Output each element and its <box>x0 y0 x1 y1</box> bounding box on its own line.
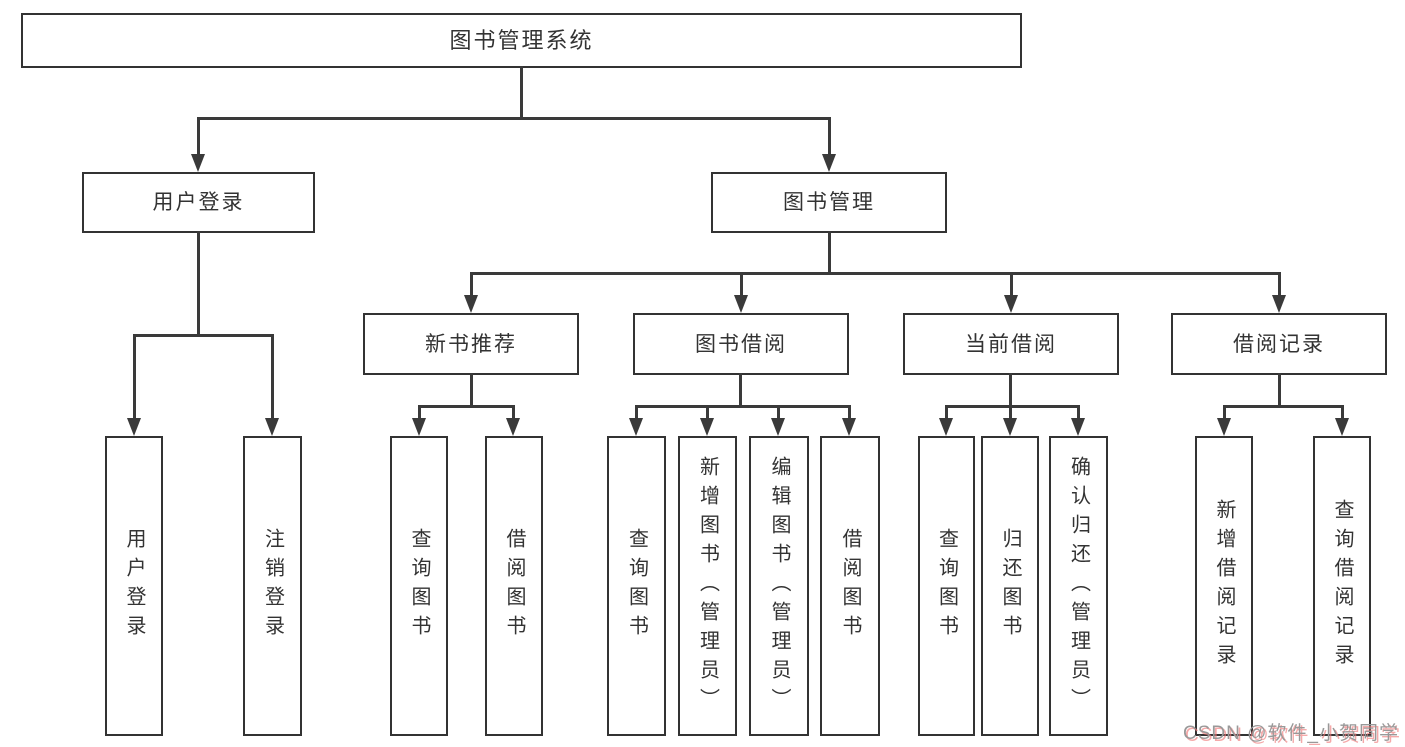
connector-line <box>1223 405 1344 408</box>
arrow-down-icon <box>191 154 205 172</box>
connector-line <box>739 373 742 408</box>
arrow-down-icon <box>822 154 836 172</box>
csdn-watermark: CSDN @软件_小贺同学 <box>1183 723 1399 744</box>
node-edit-book-admin: 编辑图书（管理员） <box>749 436 809 736</box>
node-label: 查询图书 <box>408 528 430 644</box>
arrow-down-icon <box>1003 418 1017 436</box>
node-user-login: 用户登录 <box>82 172 315 233</box>
node-label: 查询图书 <box>935 528 958 644</box>
node-return-book: 归还图书 <box>981 436 1039 736</box>
connector-line <box>1009 373 1012 408</box>
arrow-down-icon <box>1335 418 1349 436</box>
connector-line <box>740 272 743 295</box>
arrow-down-icon <box>412 418 426 436</box>
node-query-borrow-record: 查询借阅记录 <box>1313 436 1371 736</box>
connector-line <box>945 405 1080 408</box>
node-book-management: 图书管理 <box>711 172 947 233</box>
node-label: 图书借阅 <box>695 332 787 356</box>
node-label: 新增图书（管理员） <box>696 455 719 717</box>
connector-line <box>470 272 473 295</box>
node-borrow-book-action: 借阅图书 <box>820 436 880 736</box>
arrow-down-icon <box>127 418 141 436</box>
connector-line <box>1341 405 1344 418</box>
node-label: 注销登录 <box>261 528 284 644</box>
connector-line <box>133 334 136 418</box>
arrow-down-icon <box>700 418 714 436</box>
node-query-book-borrowing: 查询图书 <box>607 436 666 736</box>
connector-line <box>635 405 638 418</box>
arrow-down-icon <box>506 418 520 436</box>
arrow-down-icon <box>771 418 785 436</box>
node-label: 查询图书 <box>625 528 648 644</box>
connector-line <box>418 405 421 418</box>
arrow-down-icon <box>734 295 748 313</box>
arrow-down-icon <box>1217 418 1231 436</box>
node-borrowing-records: 借阅记录 <box>1171 313 1387 375</box>
arrow-down-icon <box>629 418 643 436</box>
connector-line <box>470 272 1280 275</box>
node-borrow-book-recommend: 借阅图书 <box>485 436 543 736</box>
node-label: 编辑图书（管理员） <box>768 455 790 717</box>
connector-line <box>848 405 851 418</box>
node-new-book-recommend: 新书推荐 <box>363 313 579 375</box>
node-label: 图书管理系统 <box>449 27 594 53</box>
connector-line <box>197 117 831 120</box>
node-label: 当前借阅 <box>965 332 1057 356</box>
connector-line <box>470 373 473 408</box>
connector-line <box>418 405 515 408</box>
connector-line <box>271 334 274 418</box>
connector-line <box>777 405 780 418</box>
connector-line <box>1077 405 1080 418</box>
node-book-management-system: 图书管理系统 <box>21 13 1022 68</box>
node-label: 用户登录 <box>152 191 245 214</box>
connector-line <box>133 334 274 337</box>
arrow-down-icon <box>464 295 478 313</box>
node-query-book-current: 查询图书 <box>918 436 975 736</box>
node-label: 归还图书 <box>999 528 1021 644</box>
node-label: 借阅图书 <box>839 528 861 644</box>
arrow-down-icon <box>939 418 953 436</box>
arrow-down-icon <box>1071 418 1085 436</box>
connector-line <box>197 231 200 337</box>
node-logout-action: 注销登录 <box>243 436 302 736</box>
connector-line <box>1009 405 1012 418</box>
connector-line <box>828 117 831 154</box>
connector-line <box>828 231 831 275</box>
connector-line <box>1223 405 1226 418</box>
node-label: 用户登录 <box>123 528 145 644</box>
node-confirm-return-admin: 确认归还（管理员） <box>1049 436 1108 736</box>
node-query-book-recommend: 查询图书 <box>390 436 448 736</box>
node-book-borrowing: 图书借阅 <box>633 313 849 375</box>
connector-line <box>635 405 851 408</box>
node-label: 新书推荐 <box>425 332 517 356</box>
arrow-down-icon <box>265 418 279 436</box>
node-label: 借阅记录 <box>1233 332 1325 356</box>
connector-line <box>1278 272 1281 295</box>
node-label: 查询借阅记录 <box>1331 499 1353 673</box>
arrow-down-icon <box>842 418 856 436</box>
node-add-borrow-record: 新增借阅记录 <box>1195 436 1253 736</box>
connector-line <box>1010 272 1013 295</box>
arrow-down-icon <box>1272 295 1286 313</box>
node-add-book-admin: 新增图书（管理员） <box>678 436 737 736</box>
connector-line <box>197 117 200 154</box>
node-user-login-action: 用户登录 <box>105 436 163 736</box>
node-label: 图书管理 <box>783 191 875 214</box>
node-label: 借阅图书 <box>503 528 525 644</box>
arrow-down-icon <box>1004 295 1018 313</box>
node-label: 新增借阅记录 <box>1213 499 1235 673</box>
connector-line <box>512 405 515 418</box>
connector-line <box>520 66 523 119</box>
connector-line <box>945 405 948 418</box>
node-current-borrowing: 当前借阅 <box>903 313 1119 375</box>
connector-line <box>706 405 709 418</box>
node-label: 确认归还（管理员） <box>1067 455 1090 717</box>
connector-line <box>1278 373 1281 408</box>
